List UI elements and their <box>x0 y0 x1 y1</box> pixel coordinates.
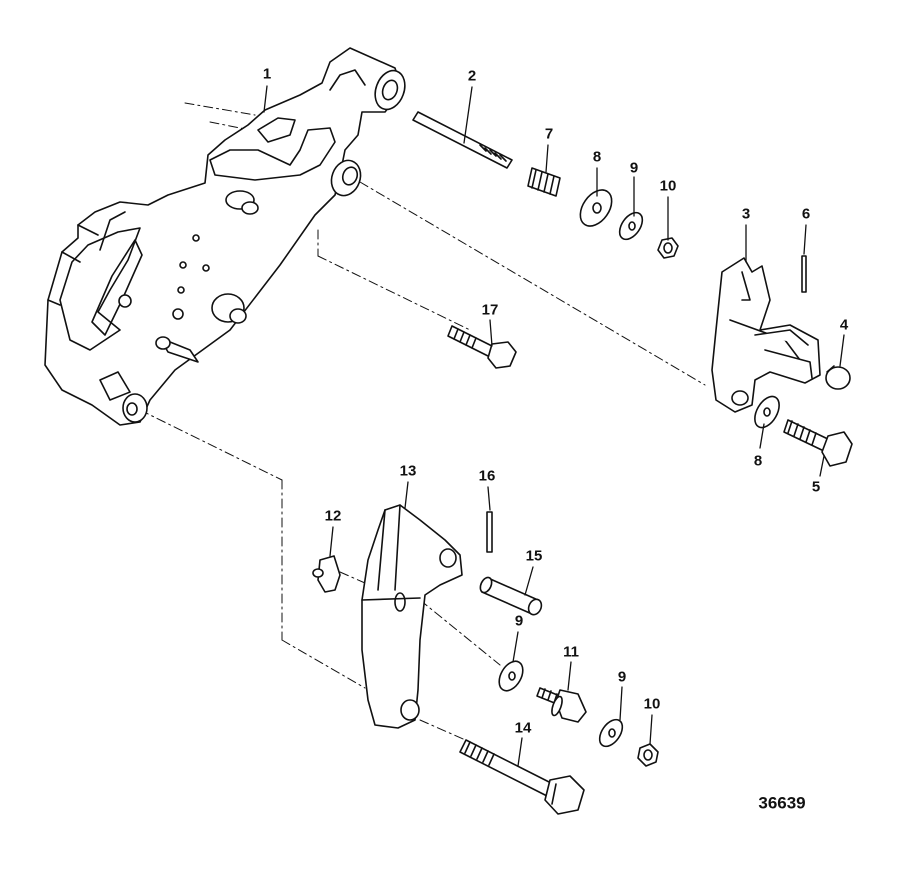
part-10-nut-upper <box>658 238 678 258</box>
part-9-washer-lower <box>595 716 627 751</box>
part-10-nut-lower <box>638 744 658 766</box>
callout-5: 5 <box>811 478 821 496</box>
callout-8-right: 8 <box>753 452 763 470</box>
callout-9-middle: 9 <box>514 612 524 630</box>
callout-10-lower: 10 <box>643 695 661 713</box>
part-3-lever <box>712 258 820 412</box>
part-9-washer-upper <box>615 209 647 244</box>
leader-lines <box>264 86 844 766</box>
part-16-pin <box>487 512 492 552</box>
part-14-bolt <box>460 740 584 814</box>
callout-13: 13 <box>399 462 417 480</box>
part-6-pin <box>802 256 806 292</box>
part-9-washer-middle <box>494 657 527 695</box>
callout-11: 11 <box>563 643 579 661</box>
callout-12: 12 <box>324 507 342 525</box>
part-1-mounting-bracket <box>45 48 410 425</box>
part-5-bolt <box>784 420 852 466</box>
part-12-clip <box>313 556 340 592</box>
callout-1: 1 <box>262 65 272 83</box>
callout-9-upper: 9 <box>629 159 639 177</box>
callout-7: 7 <box>544 125 554 143</box>
part-13-arm <box>362 505 462 728</box>
part-8-washer-right <box>750 392 784 431</box>
part-17-bolt <box>448 326 516 368</box>
part-15-pin <box>478 576 544 617</box>
callout-9-lower: 9 <box>617 668 627 686</box>
part-7-spring <box>528 168 560 196</box>
callout-2: 2 <box>467 67 477 85</box>
part-11-bolt <box>537 688 586 722</box>
figure-id: 36639 <box>758 793 806 813</box>
callout-14: 14 <box>514 719 532 737</box>
callout-4: 4 <box>839 316 849 334</box>
part-4-cap <box>826 366 850 389</box>
assembly-guide-lines <box>140 103 705 742</box>
callout-15: 15 <box>525 547 543 565</box>
callout-16: 16 <box>478 467 496 485</box>
part-2-stud <box>413 112 512 168</box>
callout-10-upper: 10 <box>659 177 677 195</box>
callout-8-upper: 8 <box>592 148 602 166</box>
callout-17: 17 <box>481 301 499 319</box>
part-8-washer-upper <box>574 184 618 232</box>
callout-6: 6 <box>801 205 811 223</box>
callout-3: 3 <box>741 205 751 223</box>
